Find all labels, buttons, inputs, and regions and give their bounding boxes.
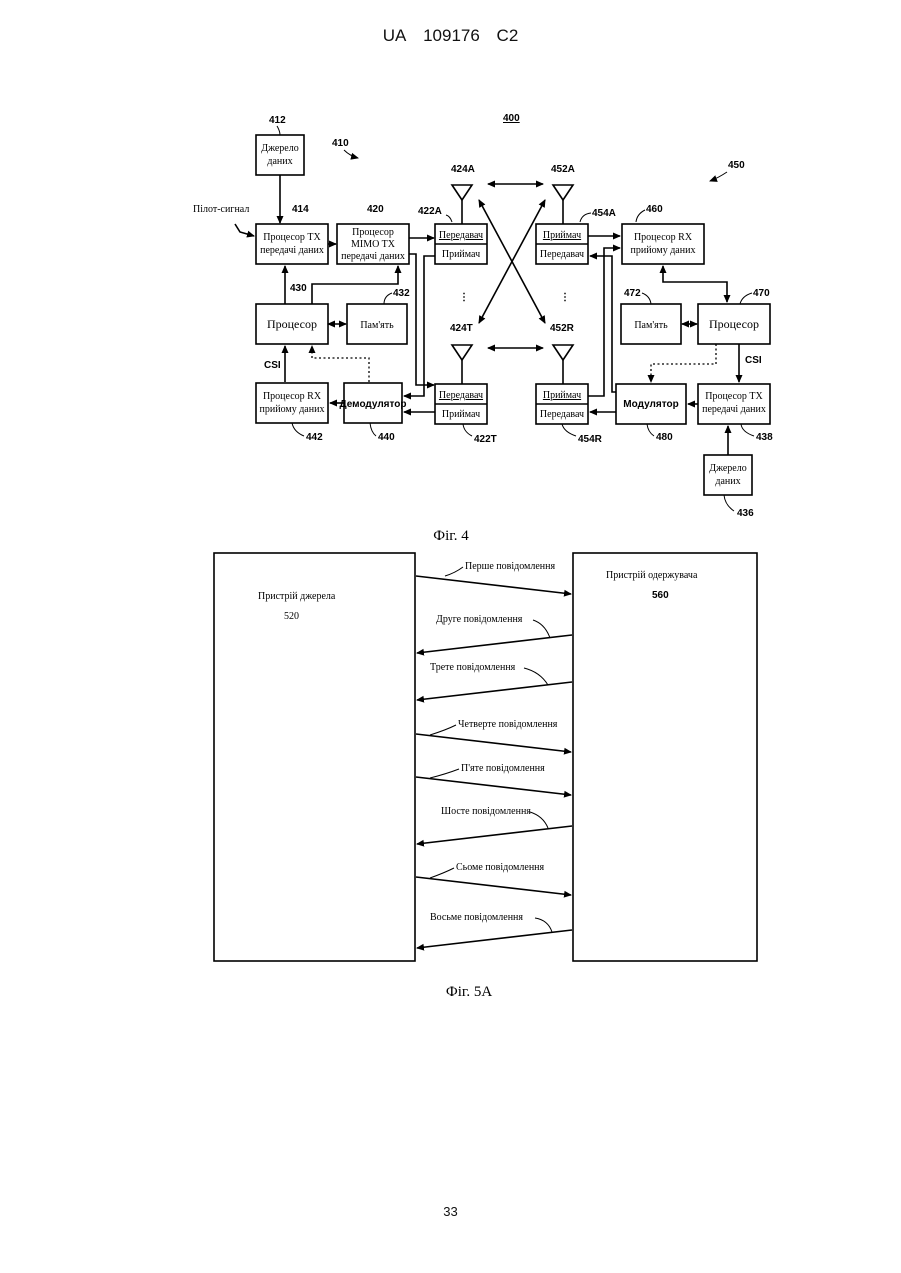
ref-420: 420: [367, 204, 384, 215]
page-number: 33: [0, 1204, 901, 1219]
transceiver-422T-rx: Приймач: [442, 409, 480, 420]
transceiver-422A-rx: Приймач: [442, 249, 480, 260]
rx-data-processor-tx-line1: Процесор RX: [263, 391, 322, 402]
processor-tx-label: Процесор: [267, 317, 317, 331]
dots-right: ⋮: [560, 292, 570, 303]
ref-460: 460: [646, 204, 663, 215]
antenna-452A-icon: [553, 185, 573, 200]
ref-424A: 424A: [451, 164, 475, 175]
antenna-452R-icon: [553, 345, 573, 360]
transceiver-422A-tx: Передавач: [439, 230, 483, 241]
ref-422T: 422T: [474, 434, 497, 445]
message-1: Перше повідомлення: [416, 561, 571, 594]
rx-data-processor-line2: прийому даних: [631, 245, 696, 256]
source-device-ref: 520: [284, 611, 299, 622]
receiver-device-label: Пристрій одержувача: [606, 570, 698, 581]
message-4: Четверте повідомлення: [416, 719, 571, 752]
ref-412: 412: [269, 115, 286, 126]
message-6: Шосте повідомлення: [417, 806, 572, 844]
ref-442: 442: [306, 432, 323, 443]
rx-data-processor-tx-block: [256, 383, 328, 423]
antenna-424A-icon: [452, 185, 472, 200]
receiver-454R-tx: Передавач: [540, 409, 584, 420]
demodulator-label: Демодулятор: [340, 399, 407, 410]
receiver-device-ref: 560: [652, 590, 669, 601]
dots-left: ⋮: [459, 292, 469, 303]
data-source-rx-line2: даних: [715, 476, 740, 487]
ref-472: 472: [624, 288, 641, 299]
pilot-signal-label: Пілот-сигнал: [193, 204, 249, 215]
message-1-label: Перше повідомлення: [465, 561, 556, 572]
message-6-label: Шосте повідомлення: [441, 806, 531, 817]
message-5: П'яте повідомлення: [416, 763, 571, 795]
message-3-label: Трете повідомлення: [430, 662, 516, 673]
ref-438: 438: [756, 432, 773, 443]
ref-450: 450: [728, 160, 745, 171]
ref-452R: 452R: [550, 323, 575, 334]
message-5-label: П'яте повідомлення: [461, 763, 545, 774]
ref-440: 440: [378, 432, 395, 443]
message-2-label: Друге повідомлення: [436, 614, 523, 625]
figure-4: 400 410 450 412 Джерело даних Пілот-сигн…: [193, 113, 773, 544]
data-source-tx-block: [256, 135, 304, 175]
ref-422A: 422A: [418, 206, 442, 217]
processor-rx-label: Процесор: [709, 317, 759, 331]
mimo-tx-line1: Процесор: [352, 227, 394, 238]
message-8-label: Восьме повідомлення: [430, 912, 523, 923]
tx-data-processor-rx-line1: Процесор ТХ: [705, 391, 763, 402]
ref-454A: 454A: [592, 208, 616, 219]
ref-414: 414: [292, 204, 309, 215]
data-source-tx-line1: Джерело: [261, 143, 298, 154]
tx-data-processor-rx-line2: передачі даних: [702, 404, 766, 415]
data-source-rx-block: [704, 455, 752, 495]
tx-data-processor-line2: передачі даних: [260, 245, 324, 256]
source-device-block: [214, 553, 415, 961]
mimo-tx-line3: передачі даних: [341, 251, 405, 262]
message-2: Друге повідомлення: [417, 614, 572, 653]
message-8: Восьме повідомлення: [417, 912, 572, 948]
ref-410: 410: [332, 138, 349, 149]
ref-470: 470: [753, 288, 770, 299]
tx-data-processor-line1: Процесор ТХ: [263, 232, 321, 243]
source-device-label: Пристрій джерела: [258, 591, 336, 602]
ref-400: 400: [503, 113, 520, 124]
rx-data-processor-line1: Процесор RX: [634, 232, 693, 243]
ref-480: 480: [656, 432, 673, 443]
message-7: Сьоме повідомлення: [416, 862, 571, 895]
ref-432: 432: [393, 288, 410, 299]
message-7-label: Сьоме повідомлення: [456, 862, 545, 873]
transceiver-422T-tx: Передавач: [439, 390, 483, 401]
memory-tx-label: Пам'ять: [360, 320, 394, 331]
csi-right-label: CSI: [745, 355, 762, 366]
receiver-454A-rx: Приймач: [543, 230, 581, 241]
figure-4-caption: Фіг. 4: [433, 528, 469, 544]
rx-data-processor-block: [622, 224, 704, 264]
ref-424T: 424T: [450, 323, 473, 334]
rx-data-processor-tx-line2: прийому даних: [260, 404, 325, 415]
receiver-454R-rx: Приймач: [543, 390, 581, 401]
tx-data-processor-block: [256, 224, 328, 264]
message-4-label: Четверте повідомлення: [458, 719, 558, 730]
ref-436: 436: [737, 508, 754, 519]
ref-430: 430: [290, 283, 307, 294]
message-3: Трете повідомлення: [417, 662, 572, 700]
figure-5a-caption: Фіг. 5А: [446, 984, 492, 1000]
data-source-tx-line2: даних: [267, 156, 292, 167]
ref-452A: 452A: [551, 164, 575, 175]
csi-left-label: CSI: [264, 360, 281, 371]
figure-5a: Пристрій джерела 520 Пристрій одержувача…: [214, 553, 757, 1000]
memory-rx-label: Пам'ять: [634, 320, 668, 331]
data-source-rx-line1: Джерело: [709, 463, 746, 474]
receiver-device-block: [573, 553, 757, 961]
antenna-424T-icon: [452, 345, 472, 360]
modulator-label: Модулятор: [623, 399, 678, 410]
receiver-454A-tx: Передавач: [540, 249, 584, 260]
mimo-tx-line2: MIMO TX: [351, 239, 396, 250]
ref-454R: 454R: [578, 434, 603, 445]
